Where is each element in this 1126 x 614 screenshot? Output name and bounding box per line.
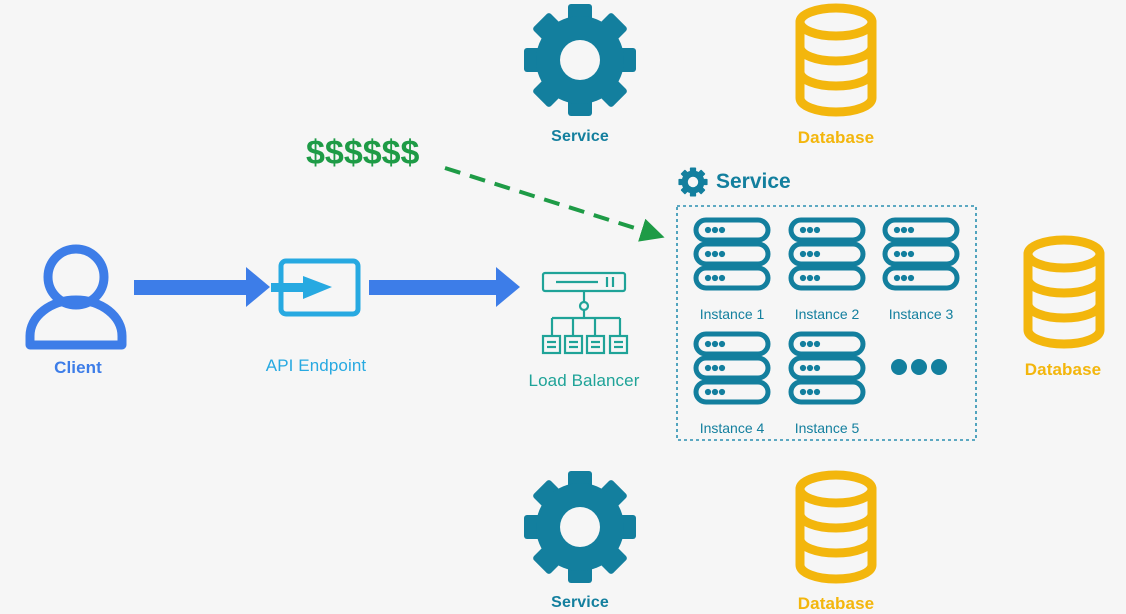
- server-icon: [696, 220, 768, 288]
- ellipsis-icon: [891, 359, 947, 375]
- server-icon: [791, 220, 863, 288]
- client-label: Client: [54, 358, 102, 377]
- user-icon: [25, 244, 127, 350]
- database-icon: [1028, 240, 1100, 344]
- database-icon: [800, 475, 872, 579]
- service-group-title: Service: [716, 170, 791, 193]
- instance-label: Instance 1: [699, 306, 765, 322]
- instance-label: Instance 4: [699, 420, 765, 436]
- server-icon: [791, 334, 863, 402]
- api-endpoint-label: API Endpoint: [265, 356, 367, 375]
- top-database-label: Database: [797, 128, 875, 147]
- bottom-database-label: Database: [797, 594, 875, 613]
- instance-label: Instance 2: [794, 306, 860, 322]
- api-endpoint-icon: [271, 258, 361, 317]
- service-group-box: [676, 205, 977, 441]
- server-icon: [696, 334, 768, 402]
- top-service-label: Service: [551, 128, 609, 145]
- gear-icon: [524, 4, 636, 116]
- server-icon: [885, 220, 957, 288]
- bottom-service-label: Service: [551, 594, 609, 611]
- cost-label: $$$$$$: [306, 134, 420, 172]
- side-database-label: Database: [1024, 360, 1102, 379]
- instance-label: Instance 3: [888, 306, 954, 322]
- instance-label: Instance 5: [794, 420, 860, 436]
- load-balancer-label: Load Balancer: [528, 371, 640, 390]
- gear-icon: [678, 167, 708, 197]
- flow-arrow-api-to-load-balancer: [369, 267, 520, 307]
- load-balancer-icon: [541, 271, 629, 355]
- flow-arrow-client-to-api: [134, 267, 270, 307]
- gear-icon: [524, 471, 636, 583]
- dashed-cost-arrow: [444, 166, 665, 242]
- database-icon: [800, 8, 872, 112]
